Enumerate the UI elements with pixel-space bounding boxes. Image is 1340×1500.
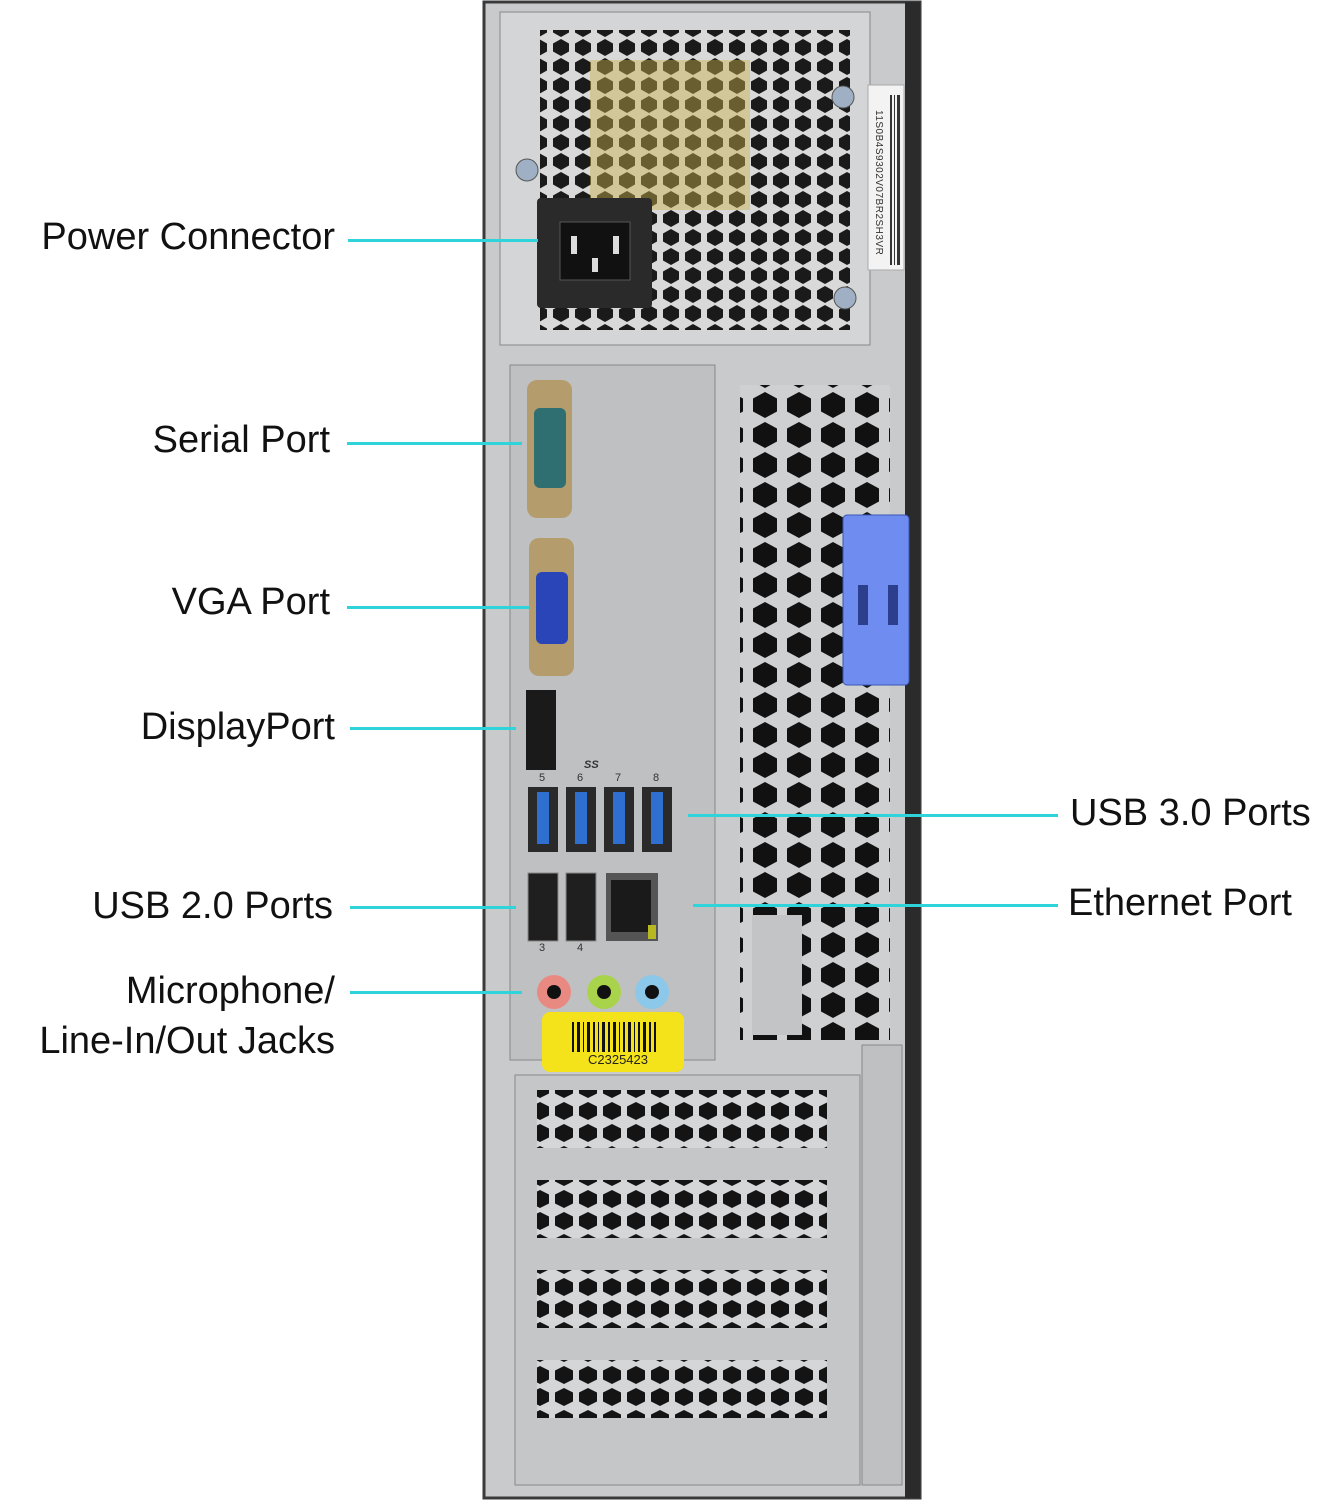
screw-icon <box>833 286 857 310</box>
callout-line <box>350 991 522 994</box>
callout-line <box>350 727 516 730</box>
callout-line <box>347 442 522 445</box>
usb3-port-number: 6 <box>577 772 584 784</box>
callout-displayport: DisplayPort <box>140 706 335 748</box>
usb2-ports <box>527 872 597 942</box>
callout-audio-jacks-line2: Line-In/Out Jacks <box>39 1020 335 1062</box>
callout-line <box>693 904 1058 907</box>
callout-line <box>350 906 516 909</box>
serial-port <box>527 380 572 518</box>
usb3-port-number: 5 <box>539 772 546 784</box>
callout-line <box>688 814 1058 817</box>
psu-barcode <box>890 95 900 265</box>
asset-tag <box>542 1012 684 1072</box>
psu-label-code: 11S0B4S9302V07BR2SH3VR <box>873 110 884 256</box>
usb3-ports <box>528 787 672 852</box>
vga-port <box>529 538 574 676</box>
expansion-slots <box>514 1044 903 1486</box>
displayport <box>526 690 556 770</box>
screw-icon <box>515 158 539 182</box>
asset-tag-number: C2325423 <box>588 1052 648 1067</box>
usb3-port-number: 7 <box>615 772 622 784</box>
ethernet-port <box>606 873 658 941</box>
usb2-port-number: 3 <box>539 942 546 954</box>
callout-ethernet-port: Ethernet Port <box>1068 882 1292 924</box>
callout-line <box>348 239 538 242</box>
callout-usb20-ports: USB 2.0 Ports <box>92 885 333 927</box>
usb2-port-number: 4 <box>577 942 584 954</box>
callout-line <box>347 606 529 609</box>
audio-jacks <box>537 975 669 1009</box>
screw-icon <box>831 85 855 109</box>
callout-serial-port: Serial Port <box>152 419 330 461</box>
power-connector <box>537 198 652 308</box>
callout-usb30-ports: USB 3.0 Ports <box>1070 792 1311 834</box>
usb3-port-number: 8 <box>653 772 660 784</box>
callout-audio-jacks-line1: Microphone/ <box>125 970 335 1012</box>
blue-latch <box>842 514 910 686</box>
callout-power-connector: Power Connector <box>41 216 335 258</box>
usb3-logo: SS <box>584 759 599 771</box>
callout-vga-port: VGA Port <box>171 581 330 623</box>
